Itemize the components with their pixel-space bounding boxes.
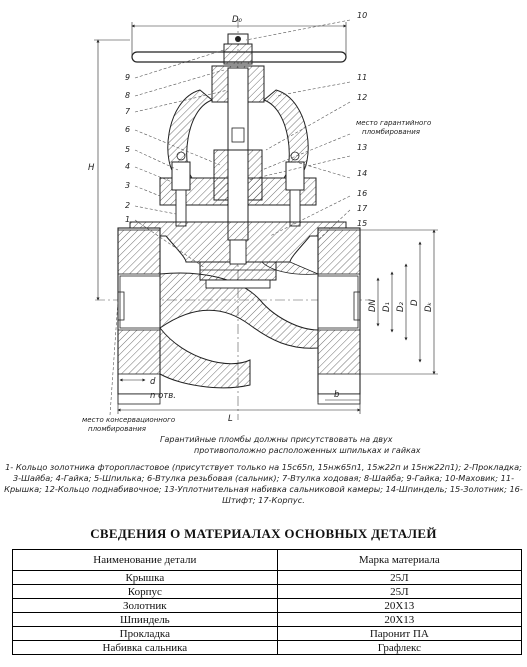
conservation-seal-label-line1: место консервационного: [82, 416, 175, 424]
conservation-seal-label-line2: пломбирования: [88, 425, 146, 433]
part-name: Крышка: [12, 570, 278, 585]
callout-17: 17: [357, 204, 368, 213]
dim-b: b: [334, 390, 339, 400]
callout-9: 9: [125, 73, 130, 82]
dim-d2: D₂: [396, 301, 406, 312]
dim-dn: DN: [368, 298, 378, 312]
callout-12: 12: [357, 93, 367, 102]
guarantee-seal-label-line2: пломбирования: [362, 128, 420, 136]
part-name: Золотник: [12, 598, 278, 613]
callout-11: 11: [357, 73, 367, 82]
guarantee-seal-label-line1: место гарантийного: [356, 119, 431, 127]
callout-5: 5: [125, 145, 130, 154]
callout-4: 4: [125, 162, 130, 171]
material-grade: 25Л: [276, 570, 523, 585]
valve-body: [117, 221, 361, 405]
header-part-name: Наименование детали: [12, 549, 278, 571]
material-grade: 20Х13: [276, 612, 523, 627]
callout-2: 2: [125, 201, 130, 210]
seal-note-line1: Гарантийные пломбы должны присутствовать…: [160, 435, 393, 444]
part-name: Прокладка: [12, 626, 278, 641]
conservation-seal-leader: [109, 299, 119, 416]
callout-10: 10: [357, 11, 367, 20]
callout-14: 14: [357, 169, 367, 178]
dim-l: L: [228, 414, 233, 424]
dim-h: H: [88, 163, 95, 173]
material-grade: 20Х13: [276, 598, 523, 613]
seal-note-line2: противоположно расположенных шпильках и …: [194, 446, 421, 455]
disc: [199, 239, 277, 289]
dim-dk: Dₖ: [424, 301, 434, 312]
parts-legend: 1- Кольцо золотника фторопластовое (прис…: [4, 462, 523, 505]
callout-numbers: 10 9 8 7 6 5 4 3 2 1 11 12 13 14 16 17 1…: [125, 11, 368, 228]
callout-7: 7: [125, 107, 131, 116]
table-row: Шпиндель 20Х13: [12, 612, 523, 627]
table-row: Корпус 25Л: [12, 584, 523, 599]
dimensions: [94, 22, 438, 414]
callout-15: 15: [357, 219, 367, 228]
callout-1: 1: [125, 215, 130, 224]
material-grade: Графлекс: [276, 640, 523, 655]
materials-table: Наименование детали Марка материала Крыш…: [12, 549, 523, 655]
material-grade: 25Л: [276, 584, 523, 599]
header-material-grade: Марка материала: [276, 549, 523, 571]
bonnet: [159, 65, 317, 241]
part-name: Набивка сальника: [12, 640, 278, 655]
callout-6: 6: [125, 125, 130, 134]
part-name: Корпус: [12, 584, 278, 599]
dim-d1: D₁: [382, 302, 392, 312]
dim-d: D: [410, 299, 420, 306]
callouts: [134, 19, 351, 269]
dim-small-d: d: [150, 377, 156, 387]
handwheel: [131, 33, 347, 65]
table-row: Крышка 25Л: [12, 570, 523, 585]
table-row: Набивка сальника Графлекс: [12, 640, 523, 655]
dim-n-holes: n отв.: [150, 391, 176, 401]
callout-8: 8: [125, 91, 130, 100]
callout-16: 16: [357, 189, 367, 198]
part-name: Шпиндель: [12, 612, 278, 627]
table-row: Прокладка Паронит ПА: [12, 626, 523, 641]
callout-3: 3: [125, 181, 130, 190]
valve-section-drawing: 10 9 8 7 6 5 4 3 2 1 11 12 13 14 16 17 1…: [82, 11, 438, 455]
dim-d0: D₀: [232, 15, 243, 25]
table-row: Золотник 20Х13: [12, 598, 523, 613]
material-grade: Паронит ПА: [276, 626, 523, 641]
callout-13: 13: [357, 143, 367, 152]
materials-title: СВЕДЕНИЯ О МАТЕРИАЛАХ ОСНОВНЫХ ДЕТАЛЕЙ: [90, 526, 437, 541]
table-header-row: Наименование детали Марка материала: [12, 549, 523, 571]
